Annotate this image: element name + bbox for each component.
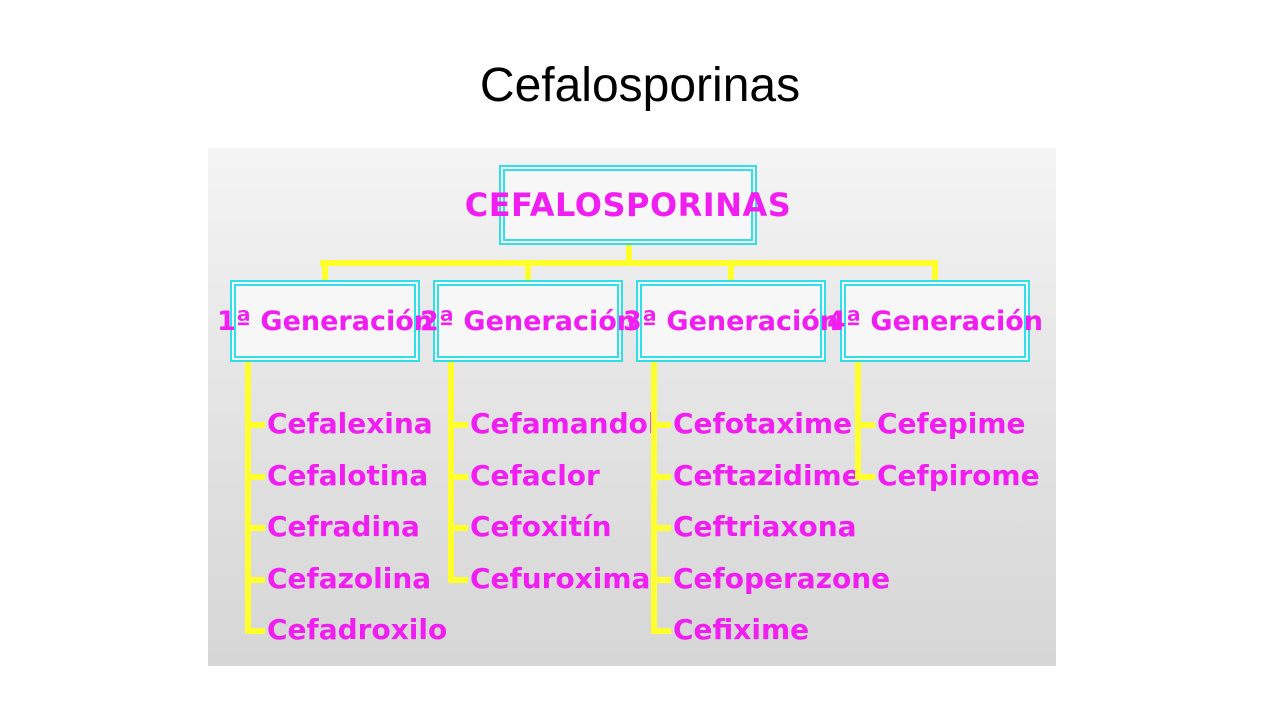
drug-name: Cefamandol xyxy=(470,407,658,440)
drug-name: Cefixime xyxy=(673,613,810,646)
generation-connector xyxy=(728,260,734,282)
drug-name: Cefalexina xyxy=(267,407,433,440)
generation-connector xyxy=(322,260,328,282)
drug-branch xyxy=(448,422,468,428)
drug-branch xyxy=(651,576,671,583)
generation-node: 3ª Generación xyxy=(623,280,839,362)
drug-list-stem xyxy=(651,362,657,634)
drug-branch xyxy=(245,576,265,583)
drug-name: Cefadroxilo xyxy=(267,613,448,646)
drug-branch xyxy=(448,473,468,480)
drug-branch xyxy=(855,422,875,428)
drug-name: Cefepime xyxy=(877,407,1026,440)
drug-name: Cefuroxima xyxy=(470,561,651,595)
drug-branch xyxy=(245,422,265,428)
drug-branch xyxy=(448,525,468,531)
slide-title: Cefalosporinas xyxy=(479,59,801,112)
root-node: CEFALOSPORINAS xyxy=(465,165,791,245)
drug-name: Ceftazidime xyxy=(673,458,861,492)
drug-list-stem xyxy=(855,362,861,480)
drug-branch xyxy=(245,525,265,531)
drug-name: Cefalotina xyxy=(267,458,429,492)
drug-branch xyxy=(448,576,468,583)
drug-name: Ceftriaxona xyxy=(673,510,857,543)
drug-branch xyxy=(651,525,671,531)
generation-node: 2ª Generación xyxy=(420,280,636,362)
generation-node: 1ª Generación xyxy=(217,280,433,362)
drug-name: Cefoperazone xyxy=(673,561,891,595)
generation-connector xyxy=(932,260,938,282)
generation-node: 4ª Generación xyxy=(827,280,1043,362)
drug-name: Cefradina xyxy=(267,510,420,543)
drug-branch xyxy=(245,473,265,480)
drug-branch xyxy=(245,628,265,634)
drug-branch xyxy=(651,422,671,428)
drug-branch xyxy=(651,628,671,634)
root-connector xyxy=(626,245,632,263)
drug-name: Cefaclor xyxy=(470,458,600,492)
drug-name: Cefoxitín xyxy=(470,510,612,543)
generation-connector xyxy=(525,260,531,282)
drug-branch xyxy=(651,473,671,480)
generation-bus xyxy=(320,260,936,266)
drug-name: Cefazolina xyxy=(267,561,432,595)
drug-name: Cefpirome xyxy=(877,458,1040,492)
drug-name: Cefotaxime xyxy=(673,407,853,440)
drug-branch xyxy=(855,473,875,480)
drug-list-stem xyxy=(448,362,454,583)
drug-list-stem xyxy=(245,362,251,634)
